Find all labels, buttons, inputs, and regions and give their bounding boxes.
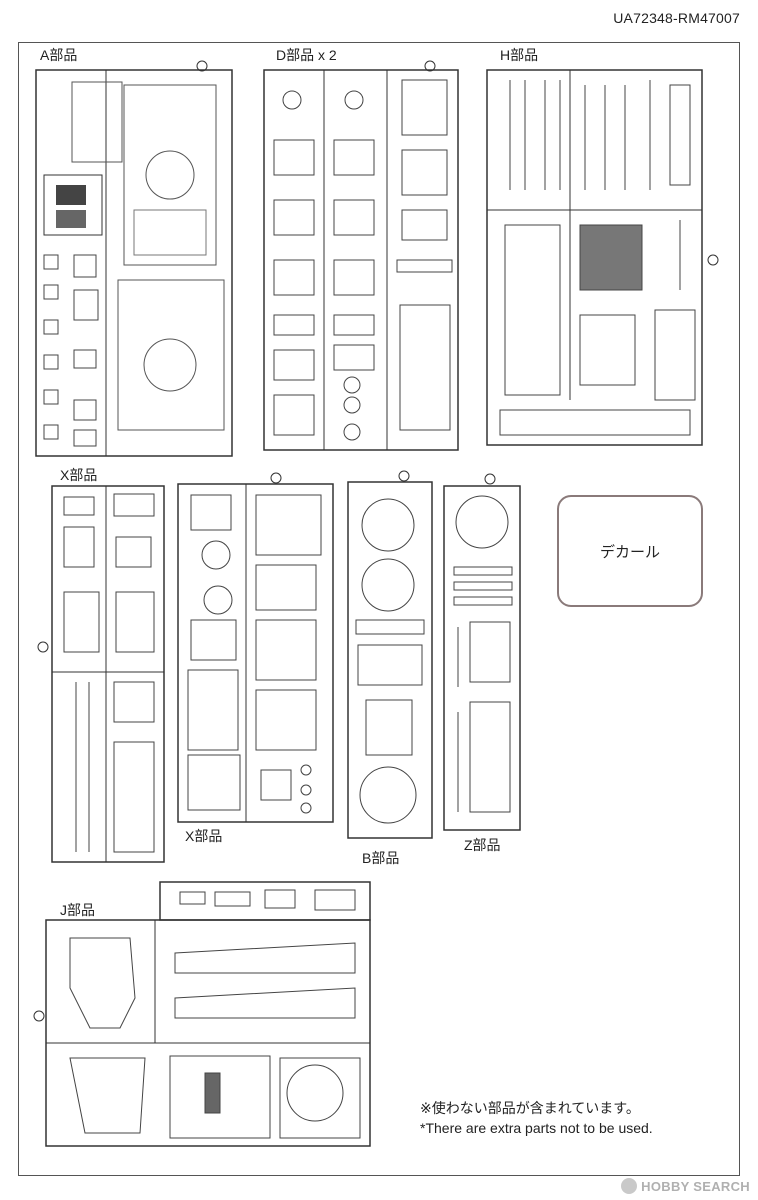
decal-label: デカール	[599, 543, 660, 561]
page-frame	[18, 42, 740, 1176]
sprue-x1-drawing	[34, 482, 168, 867]
note-jp: ※使わない部品が含まれています。	[420, 1100, 640, 1116]
note-block: ※使わない部品が含まれています。 *There are extra parts …	[420, 1098, 653, 1138]
sprue-h-drawing	[485, 60, 721, 450]
sprue-label-x1: X部品	[60, 467, 98, 483]
hobby-search-logo-icon	[621, 1178, 638, 1194]
sprue-label-d: D部品 x 2	[276, 47, 337, 63]
sprue-a-drawing	[34, 60, 234, 460]
sprue-z-drawing	[440, 472, 524, 834]
sprue-label-z: Z部品	[464, 837, 501, 853]
sprue-label-b: B部品	[362, 850, 400, 866]
decal-box: デカール	[557, 495, 703, 607]
sprue-d-drawing	[262, 60, 460, 455]
note-en: *There are extra parts not to be used.	[420, 1120, 653, 1136]
sprue-x2-drawing	[176, 470, 336, 825]
document-id: UA72348-RM47007	[613, 10, 740, 26]
sprue-b-drawing	[344, 470, 436, 842]
watermark: HOBBY SEARCH	[621, 1178, 750, 1194]
sprue-label-j: J部品	[60, 902, 95, 918]
sprue-label-x2: X部品	[185, 828, 223, 844]
watermark-brand: HOBBY SEARCH	[641, 1178, 750, 1194]
sprue-label-h: H部品	[500, 47, 539, 63]
sprue-label-a: A部品	[40, 47, 78, 63]
sprue-j-drawing	[30, 878, 375, 1150]
